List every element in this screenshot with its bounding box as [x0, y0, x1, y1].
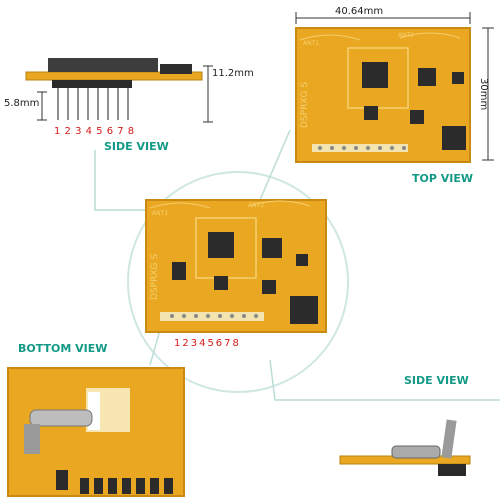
connector-bottom	[149, 329, 161, 366]
module-height-dimension: 11.2mm	[212, 68, 254, 79]
bottom-view-label: BOTTOM VIEW	[18, 342, 108, 355]
side-view-label: SIDE VIEW	[104, 140, 169, 153]
ant1-label-top: ANT1	[303, 40, 320, 47]
focus-circle	[127, 171, 349, 393]
connector-side	[94, 150, 145, 211]
pin-numbers-center: 12345678	[174, 338, 241, 349]
board-model-top: DSPRXG S	[300, 81, 310, 128]
width-dimension: 40.64mm	[335, 6, 384, 17]
connector-top	[259, 129, 291, 201]
ant2-label-top: ANT2	[398, 32, 415, 39]
height-dimension: 30mm	[478, 78, 489, 111]
board-model-center: DSPRXG S	[150, 253, 160, 300]
ant2-label-center: ANT2	[248, 202, 265, 209]
ant1-label-center: ANT1	[152, 210, 169, 217]
top-view-label: TOP VIEW	[412, 172, 473, 185]
pin-length-dimension: 5.8mm	[4, 98, 40, 109]
connector-side2	[269, 359, 500, 401]
side-view-label-bottom: SIDE VIEW	[404, 374, 469, 387]
pin-numbers-side: 1 2 3 4 5 6 7 8	[54, 126, 135, 137]
